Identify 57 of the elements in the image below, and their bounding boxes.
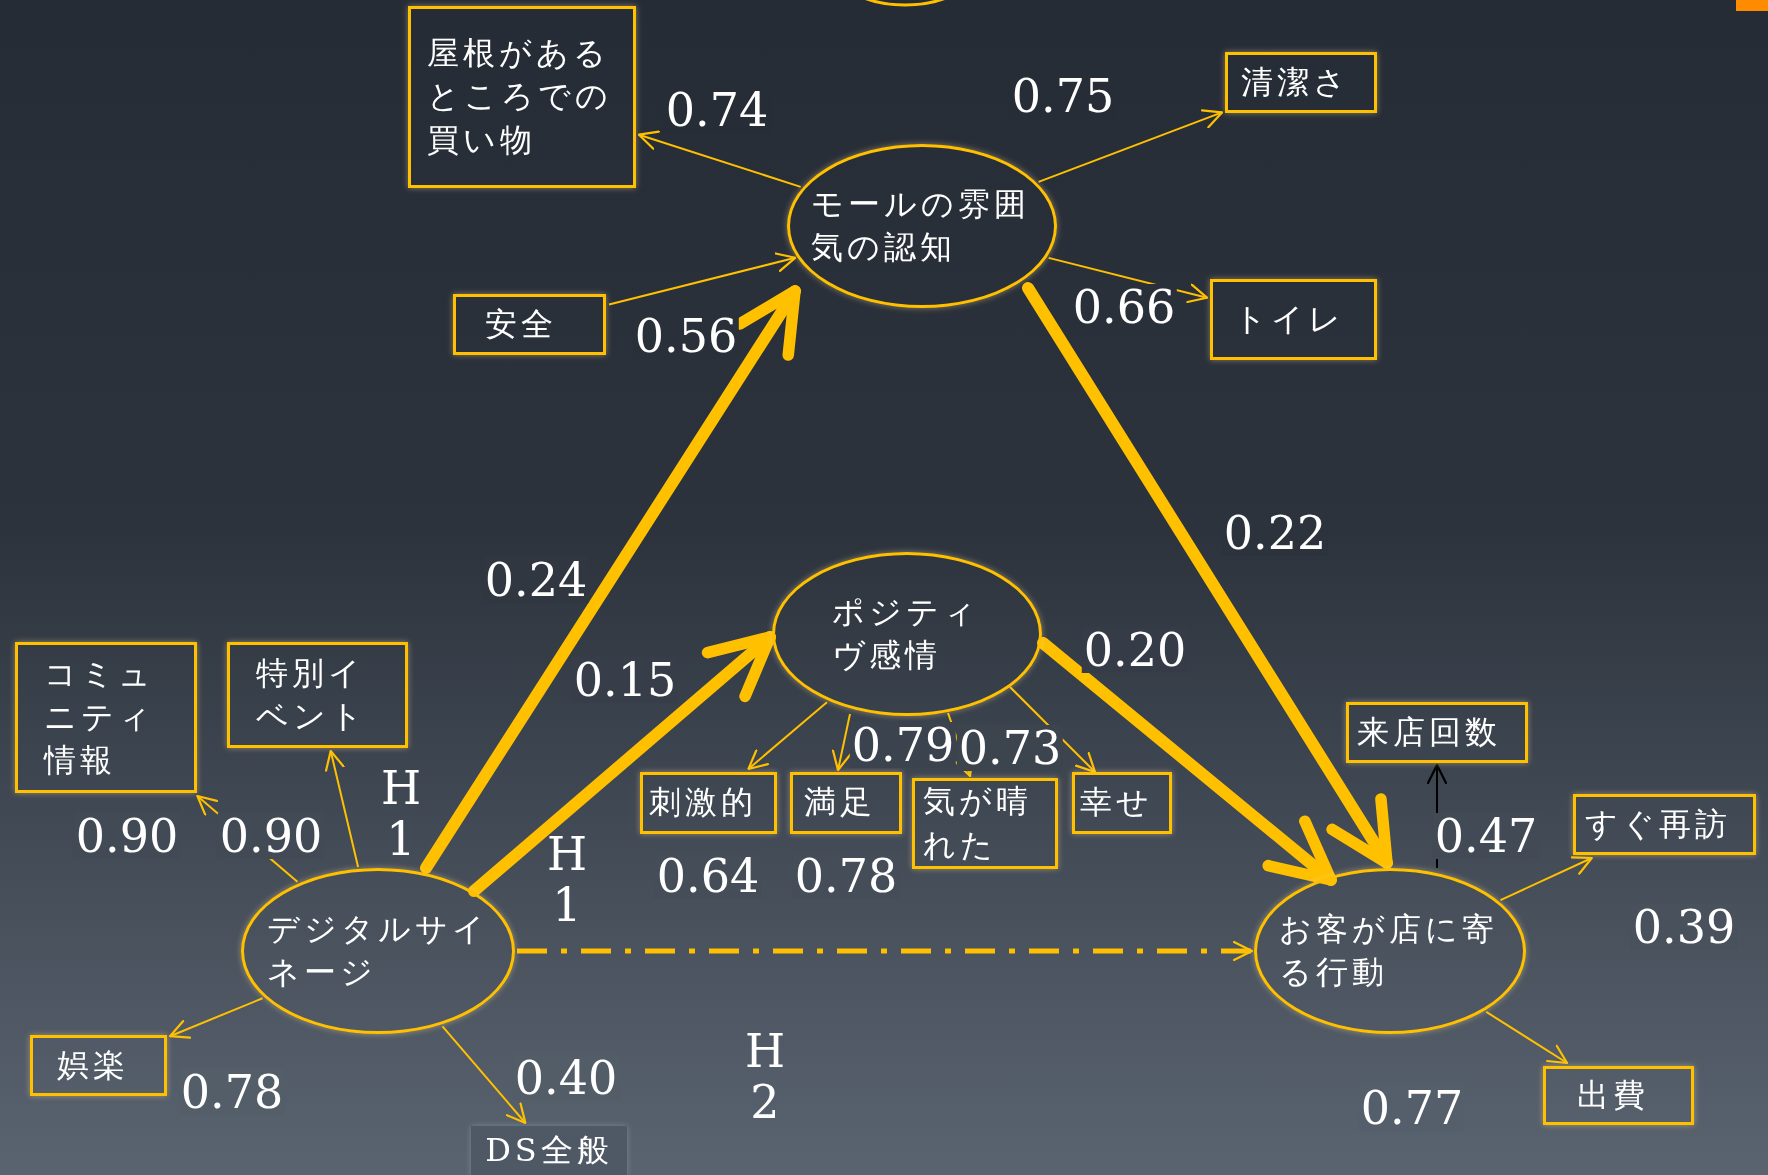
box-node [640,772,777,834]
arrow [168,997,264,1039]
thick-arrow [420,285,801,874]
box-node [30,1035,167,1096]
node-label: 屋根があるところでの買い物 [427,33,613,161]
node-label: 満足 [804,782,877,824]
ellipse-node [772,552,1042,716]
node-label: トイレ [1233,298,1346,340]
box-node [790,772,902,834]
arrow [608,252,797,306]
arrow [1037,109,1224,183]
box-node [471,1126,627,1175]
ellipse-node [1254,868,1526,1034]
node-label: コミュニティ情報 [44,653,156,782]
box-node [453,294,606,355]
box-node [227,642,408,748]
thick-arrow [468,631,776,897]
arrow [747,701,828,771]
node-label: 娯楽 [56,1044,130,1086]
arrow [831,713,852,772]
box-node [1225,52,1377,113]
node-label: DS全般 [484,1129,614,1171]
hypothesis-label: H 2 [745,1026,785,1128]
arrow [441,1025,527,1125]
box-node [408,6,636,188]
node-label: 気が晴れた [923,781,1033,866]
node-label: 刺激的 [648,782,758,824]
box-node [1072,772,1172,834]
node-label: 特別イベント [255,652,368,737]
box-node [1543,1066,1694,1125]
box-node [15,642,197,793]
edge-label: 0.73 [956,725,1064,771]
node-label: 幸せ [1080,782,1154,824]
hypothesis-label: H 1 [547,829,587,931]
node-label: モールの雰囲気の認知 [811,183,1031,268]
box-node [1346,702,1528,763]
node-label: ポジティヴ感情 [832,591,981,676]
thick-arrow [1022,282,1393,869]
hypothesis-label: H 1 [381,763,421,865]
thick-arrow [1037,637,1337,886]
box-node [912,778,1058,869]
arrow [1499,856,1593,902]
arrow [637,130,802,188]
arrow [1485,1010,1569,1065]
node-label: 清潔さ [1241,61,1351,103]
node-label: すぐ再訪 [1584,803,1732,845]
node-label: デジタルサイネージ [267,908,489,993]
ellipse-node [787,144,1057,308]
ellipse-node [241,868,515,1034]
node-label: 来店回数 [1357,711,1502,753]
node-label: 出費 [1576,1074,1650,1116]
arrow [325,749,360,868]
box-node [1573,794,1756,855]
node-label: 安全 [484,303,558,345]
node-label: お客が店に寄る行動 [1279,908,1499,993]
dashed-arrow [517,940,1254,962]
box-node [1210,279,1377,360]
